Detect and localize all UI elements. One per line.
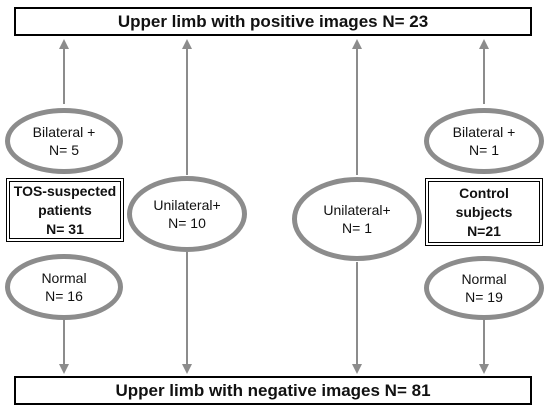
left-unilateral-label: Unilateral+ (153, 197, 221, 213)
negative-images-label: Upper limb with negative images N= 81 (115, 380, 431, 400)
right-normal-count: N= 19 (465, 289, 503, 305)
left-unilateral-ellipse: Unilateral+ N= 10 (127, 176, 247, 252)
positive-images-label: Upper limb with positive images N= 23 (117, 11, 429, 31)
right-group-line1: Control (459, 184, 509, 201)
right-bilateral-ellipse: Bilateral + N= 1 (424, 108, 544, 174)
left-normal-label: Normal (41, 270, 87, 286)
right-normal-ellipse: Normal N= 19 (424, 256, 544, 320)
left-bilateral-count: N= 5 (49, 142, 79, 158)
left-normal-ellipse: Normal N= 16 (5, 254, 123, 320)
left-unilateral-count: N= 10 (168, 215, 206, 231)
right-group-line2: subjects (455, 203, 513, 220)
right-unilateral-count: N= 1 (342, 220, 372, 236)
right-bilateral-label: Bilateral + (452, 124, 516, 140)
left-group-line2: patients (38, 201, 92, 218)
right-normal-label: Normal (461, 271, 507, 287)
right-bilateral-count: N= 1 (469, 142, 499, 158)
right-unilateral-label: Unilateral+ (323, 202, 391, 218)
left-group-line1: TOS-suspected (13, 182, 117, 199)
control-subjects-box: Control subjects N=21 (425, 178, 543, 246)
tos-suspected-patients-box: TOS-suspected patients N= 31 (6, 178, 124, 242)
left-normal-count: N= 16 (45, 288, 83, 304)
negative-images-box: Upper limb with negative images N= 81 (14, 376, 532, 405)
positive-images-box: Upper limb with positive images N= 23 (14, 7, 532, 36)
right-unilateral-ellipse: Unilateral+ N= 1 (292, 177, 422, 261)
left-bilateral-ellipse: Bilateral + N= 5 (5, 108, 123, 174)
right-group-count: N=21 (467, 222, 501, 239)
left-bilateral-label: Bilateral + (32, 124, 96, 140)
left-group-count: N= 31 (46, 220, 84, 237)
